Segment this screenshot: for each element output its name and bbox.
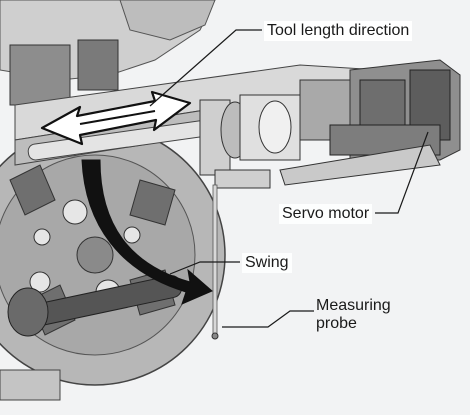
lower-cylinders (0, 275, 183, 401)
leader-servo-motor (375, 131, 429, 214)
label-swing: Swing (242, 253, 292, 273)
measuring-probe-rod (211, 184, 219, 340)
tool-length-arrow (40, 90, 192, 146)
servo-motor-body (279, 59, 461, 186)
leader-lines (149, 29, 429, 328)
swing-arrow (81, 159, 213, 305)
upper-housing (0, 0, 216, 106)
label-measuring-probe: Measuring probe (316, 297, 406, 333)
leader-tool-length (149, 29, 262, 107)
label-measuring-probe-line2: probe (316, 315, 357, 332)
label-servo-motor: Servo motor (279, 204, 373, 224)
label-measuring-probe-line1: Measuring (316, 297, 391, 314)
leader-swing (169, 261, 240, 275)
leader-measuring-probe (222, 310, 314, 328)
label-tool-length-direction: Tool length direction (264, 21, 413, 41)
